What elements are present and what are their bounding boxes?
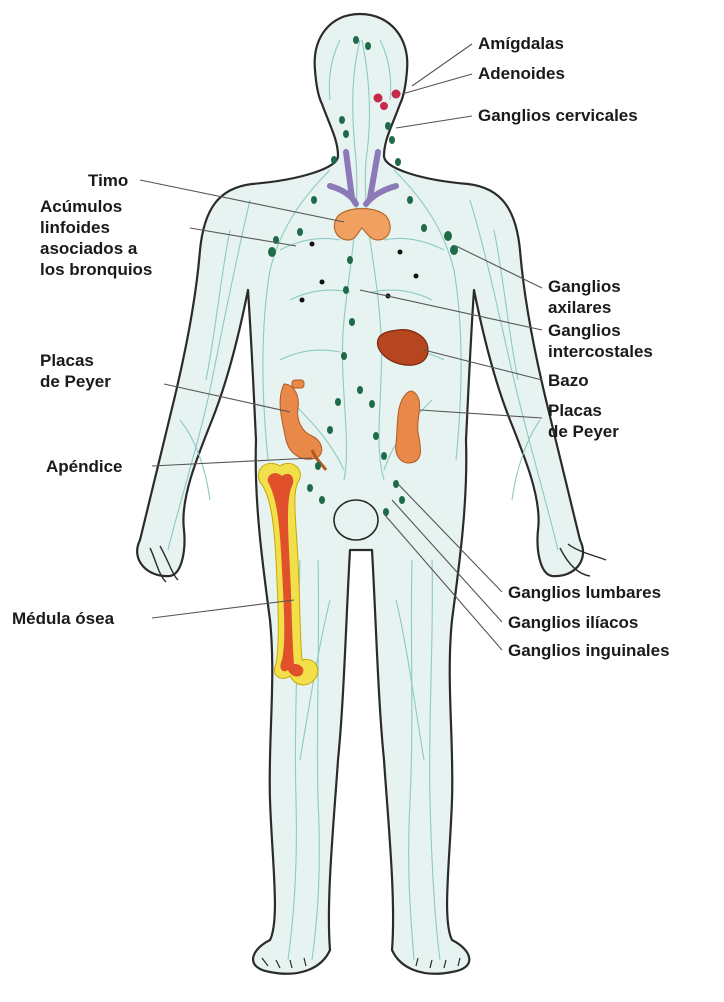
label-bazo: Bazo [548, 370, 589, 391]
label-placas-left-line-1: Placas [40, 350, 111, 371]
label-acumulos-line-4: los bronquios [40, 259, 152, 280]
label-placas-right-line-2: de Peyer [548, 421, 619, 442]
label-timo: Timo [88, 170, 128, 191]
label-axilares-line-1: Ganglios [548, 276, 621, 297]
label-intercostales-line-1: Ganglios [548, 320, 653, 341]
label-medula-osea: Médula ósea [12, 608, 114, 629]
label-ganglios-intercostales: Ganglios intercostales [548, 320, 653, 362]
label-amigdalas: Amígdalas [478, 33, 564, 54]
body-silhouette [137, 14, 583, 974]
intestine-upper-left [292, 380, 304, 388]
label-ganglios-iliacos: Ganglios ilíacos [508, 612, 638, 633]
label-placas-right-line-1: Placas [548, 400, 619, 421]
label-placas-left-line-2: de Peyer [40, 371, 111, 392]
label-placas-peyer-left: Placas de Peyer [40, 350, 111, 392]
label-ganglios-cervicales: Ganglios cervicales [478, 105, 638, 126]
label-acumulos-line-1: Acúmulos [40, 196, 152, 217]
label-ganglios-inguinales: Ganglios inguinales [508, 640, 670, 661]
label-acumulos-line-3: asociados a [40, 238, 152, 259]
label-acumulos-linfoides: Acúmulos linfoides asociados a los bronq… [40, 196, 152, 280]
label-axilares-line-2: axilares [548, 297, 621, 318]
label-intercostales-line-2: intercostales [548, 341, 653, 362]
label-adenoides: Adenoides [478, 63, 565, 84]
genital-outline [334, 500, 378, 540]
label-acumulos-line-2: linfoides [40, 217, 152, 238]
label-apendice: Apéndice [46, 456, 123, 477]
label-ganglios-axilares: Ganglios axilares [548, 276, 621, 318]
label-placas-peyer-right: Placas de Peyer [548, 400, 619, 442]
label-ganglios-lumbares: Ganglios lumbares [508, 582, 661, 603]
